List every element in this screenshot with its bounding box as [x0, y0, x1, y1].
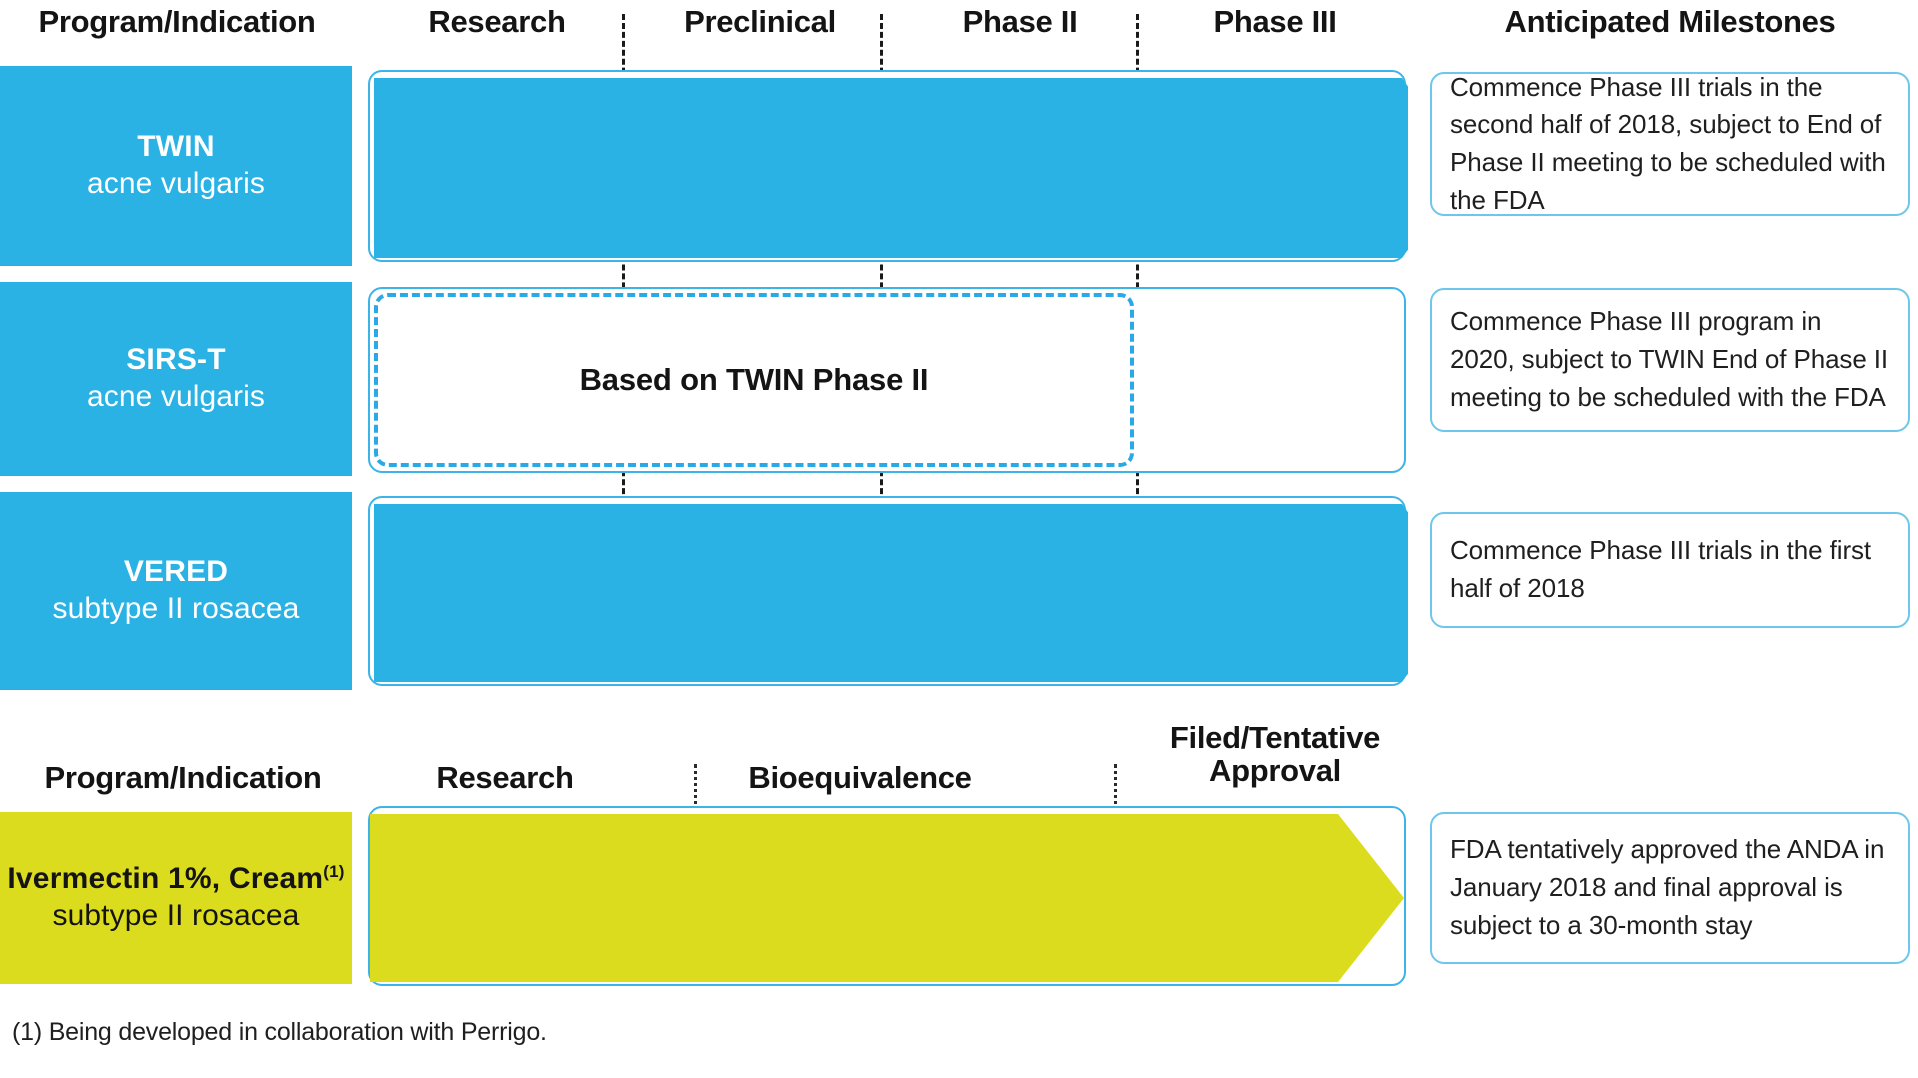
footnote: (1) Being developed in collaboration wit…: [12, 1018, 547, 1046]
progress-arrow-ivermectin: [370, 814, 1404, 982]
program-name-text: Ivermectin 1%, Cream: [7, 862, 324, 896]
header-phase-iii: Phase III: [1213, 4, 1337, 39]
header-research-generic: Research: [436, 760, 574, 795]
milestone-text: Commence Phase III trials in the first h…: [1450, 535, 1872, 603]
milestone-card-ivermectin: FDA tentatively approved the ANDA in Jan…: [1430, 812, 1910, 964]
program-indication: acne vulgaris: [86, 167, 266, 200]
milestone-card-sirs-t: Commence Phase III program in 2020, subj…: [1430, 288, 1910, 432]
progress-arrow-vered: [374, 504, 1408, 682]
track-vered: [368, 496, 1408, 686]
header-bioequivalence: Bioequivalence: [748, 760, 972, 795]
track-ivermectin: [368, 806, 1406, 986]
program-indication: subtype II rosacea: [52, 592, 300, 625]
program-name: SIRS-T: [126, 343, 226, 377]
program-name-superscript: (1): [323, 862, 345, 882]
milestone-card-vered: Commence Phase III trials in the first h…: [1430, 512, 1910, 628]
track-sirs-t: [368, 287, 1406, 473]
header-anticipated-milestones: Anticipated Milestones: [1504, 4, 1836, 39]
program-box-vered[interactable]: VERED subtype II rosacea: [0, 492, 352, 690]
header-filed-tentative-approval: Filed/Tentative Approval: [1169, 720, 1381, 788]
header-program-indication-generic: Program/Indication: [44, 760, 322, 795]
program-box-sirs-t[interactable]: SIRS-T acne vulgaris: [0, 282, 352, 476]
header-phase-ii: Phase II: [962, 4, 1078, 39]
program-indication: acne vulgaris: [86, 380, 266, 413]
milestone-text: FDA tentatively approved the ANDA in Jan…: [1450, 834, 1885, 940]
progress-arrow-sirs-t: Based on TWIN Phase II: [374, 293, 1134, 467]
program-indication: subtype II rosacea: [52, 899, 300, 932]
progress-arrow-label: Based on TWIN Phase II: [579, 362, 929, 397]
progress-arrow-twin: [374, 78, 1408, 258]
program-name: VERED: [123, 555, 229, 589]
program-box-twin[interactable]: TWIN acne vulgaris: [0, 66, 352, 266]
header-research: Research: [428, 4, 566, 39]
program-name: TWIN: [137, 130, 215, 164]
header-preclinical: Preclinical: [684, 4, 836, 39]
milestone-card-twin: Commence Phase III trials in the second …: [1430, 72, 1910, 216]
milestone-text: Commence Phase III program in 2020, subj…: [1450, 306, 1889, 412]
header-program-indication: Program/Indication: [38, 4, 316, 39]
milestone-text: Commence Phase III trials in the second …: [1450, 71, 1886, 215]
track-twin: [368, 70, 1408, 262]
program-name: Ivermectin 1%, Cream(1): [7, 861, 344, 898]
program-box-ivermectin[interactable]: Ivermectin 1%, Cream(1) subtype II rosac…: [0, 812, 352, 984]
